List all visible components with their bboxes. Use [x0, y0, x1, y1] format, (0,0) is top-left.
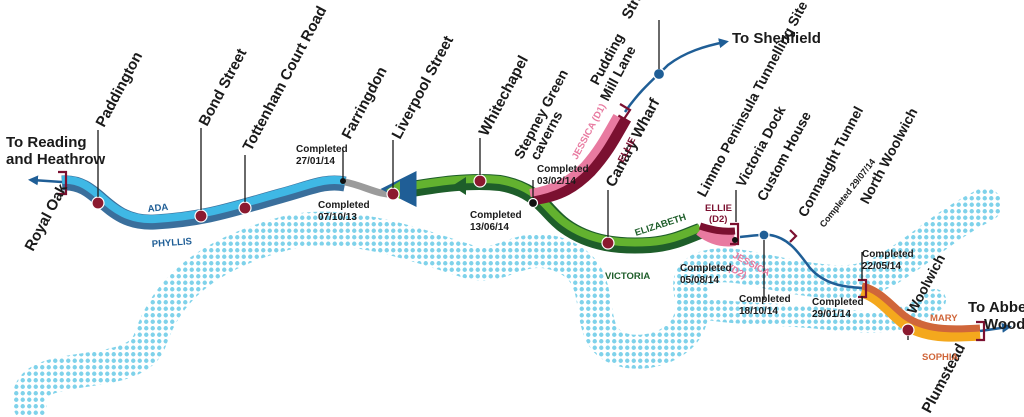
destination-east-line1: To Abbey [968, 299, 1024, 316]
completed-farringdon-ada-label: Completed [296, 144, 348, 155]
tbm-sophia: SOPHIA [922, 352, 959, 363]
completed-limmo-ellie-label: Completed [680, 263, 732, 274]
tbm-ellie-d2-line2: (D2) [709, 214, 727, 225]
tunnel-mary-sophia [859, 282, 981, 342]
completed-stepney-elizabeth-date: 13/06/14 [470, 222, 509, 233]
tunnel-jessica-ellie-d1 [529, 113, 632, 205]
leader-lines [97, 20, 909, 340]
station-north-woolwich: North Woolwich [857, 105, 921, 206]
completed-farringdon-ada-date: 27/01/14 [296, 156, 335, 167]
surface-lines [28, 38, 1012, 333]
station-bond-street: Bond Street [196, 46, 251, 129]
station-liverpool-street: Liverpool Street [389, 33, 458, 142]
completed-victoria-dock-jessica-label: Completed [739, 294, 791, 305]
station-tottenham-court-road: Tottenham Court Road [240, 3, 331, 153]
destination-northeast: To Shenfield [732, 30, 821, 47]
completed-limmo-ellie-date: 05/08/14 [680, 275, 719, 286]
tbm-mary: MARY [930, 313, 958, 324]
completed-stepney-jessica-date: 03/02/14 [537, 176, 576, 187]
completed-plumstead-label: Completed [812, 297, 864, 308]
completed-farringdon-phyllis-date: 07/10/13 [318, 212, 357, 223]
tbm-ada: ADA [147, 202, 169, 215]
destination-west-line1: To Reading [6, 134, 87, 151]
station-stratford: Stratford [619, 0, 664, 22]
completed-stepney-jessica-label: Completed [537, 164, 589, 175]
completed-stepney-elizabeth-label: Completed [470, 210, 522, 221]
completed-north-woolwich-label: Completed [862, 249, 914, 260]
completed-north-woolwich-date: 22/05/14 [862, 261, 901, 272]
tbm-ellie-d2-line1: ELLIE [705, 203, 732, 214]
tbm-phyllis: PHYLLIS [151, 236, 192, 250]
completed-farringdon-phyllis-label: Completed [318, 200, 370, 211]
destination-west-line2: and Heathrow [6, 151, 106, 168]
completed-plumstead-date: 29/01/14 [812, 309, 851, 320]
tunnel-ellie-jessica-d2 [696, 222, 736, 247]
destination-east-line2: Wood [984, 316, 1024, 333]
station-paddington: Paddington [93, 49, 147, 130]
station-royal-oak: Royal Oak [22, 181, 72, 254]
station-whitechapel: Whitechapel [476, 53, 532, 139]
tbm-victoria: VICTORIA [605, 271, 650, 282]
completed-victoria-dock-jessica-date: 18/10/14 [739, 306, 778, 317]
station-farringdon: Farringdon [339, 64, 391, 142]
